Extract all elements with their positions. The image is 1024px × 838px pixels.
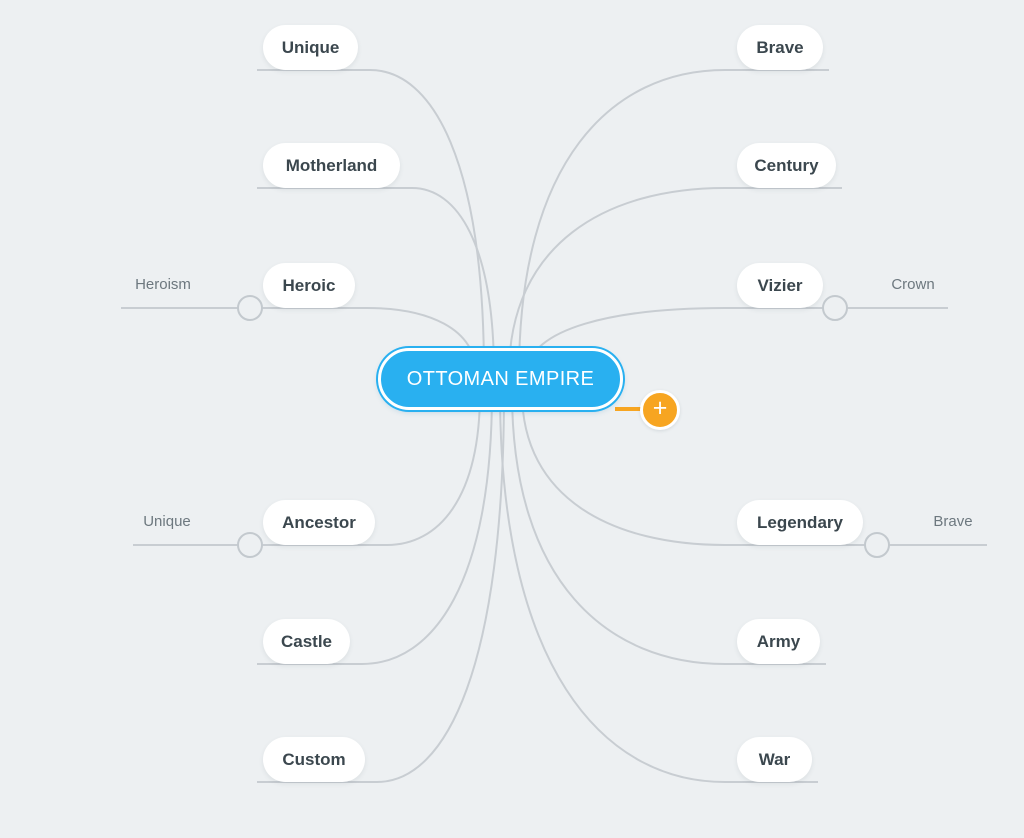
branch-link	[257, 187, 495, 375]
branch-link	[518, 69, 829, 375]
topic-node-label: Century	[754, 155, 819, 175]
topic-node-label: Motherland	[285, 155, 378, 175]
topic-node[interactable]: Ancestor	[263, 500, 375, 545]
branch-handle[interactable]	[237, 532, 263, 558]
branch-handle[interactable]	[822, 295, 848, 321]
topic-node-label: Unique	[281, 37, 340, 57]
topic-node[interactable]: Army	[737, 619, 820, 664]
branch-link	[133, 391, 481, 546]
topic-node[interactable]: Heroic	[263, 263, 355, 308]
floating-topic-label[interactable]: Unique	[143, 513, 191, 530]
topic-node-label: Legendary	[757, 512, 843, 532]
branch-handle[interactable]	[237, 295, 263, 321]
branch-handle[interactable]	[864, 532, 890, 558]
plus-icon: +	[652, 394, 668, 422]
branch-link	[511, 391, 826, 665]
topic-node-label: Army	[756, 631, 801, 651]
branch-link	[257, 391, 493, 665]
topic-node[interactable]: Vizier	[737, 263, 823, 308]
add-topic-button[interactable]: +	[640, 390, 680, 430]
topic-node-label: Vizier	[757, 275, 803, 295]
branch-link	[257, 391, 505, 783]
topic-node[interactable]: War	[737, 737, 812, 782]
topic-node-label: Custom	[282, 749, 346, 769]
topic-node-label: Heroic	[282, 275, 336, 295]
topic-node[interactable]: Brave	[737, 25, 823, 70]
topic-node[interactable]: Unique	[263, 25, 358, 70]
floating-topic-label[interactable]: Brave	[933, 513, 973, 530]
topic-node[interactable]: Legendary	[737, 500, 863, 545]
branch-link	[257, 69, 485, 375]
topic-node-label: Castle	[280, 631, 333, 651]
topic-node[interactable]: Castle	[263, 619, 350, 664]
topic-node-label: Brave	[756, 37, 804, 57]
topic-node[interactable]: Custom	[263, 737, 365, 782]
branch-link	[521, 391, 987, 546]
floating-topic-label[interactable]: Crown	[891, 276, 935, 293]
floating-topic-label[interactable]: Heroism	[135, 276, 191, 293]
branch-link	[508, 187, 842, 375]
branch-link	[499, 391, 818, 783]
central-topic[interactable]: OTTOMAN EMPIRE	[378, 348, 623, 410]
topic-node[interactable]: Century	[737, 143, 836, 188]
topic-node-label: War	[758, 749, 791, 769]
topic-node-label: Ancestor	[282, 512, 356, 532]
topic-node[interactable]: Motherland	[263, 143, 400, 188]
